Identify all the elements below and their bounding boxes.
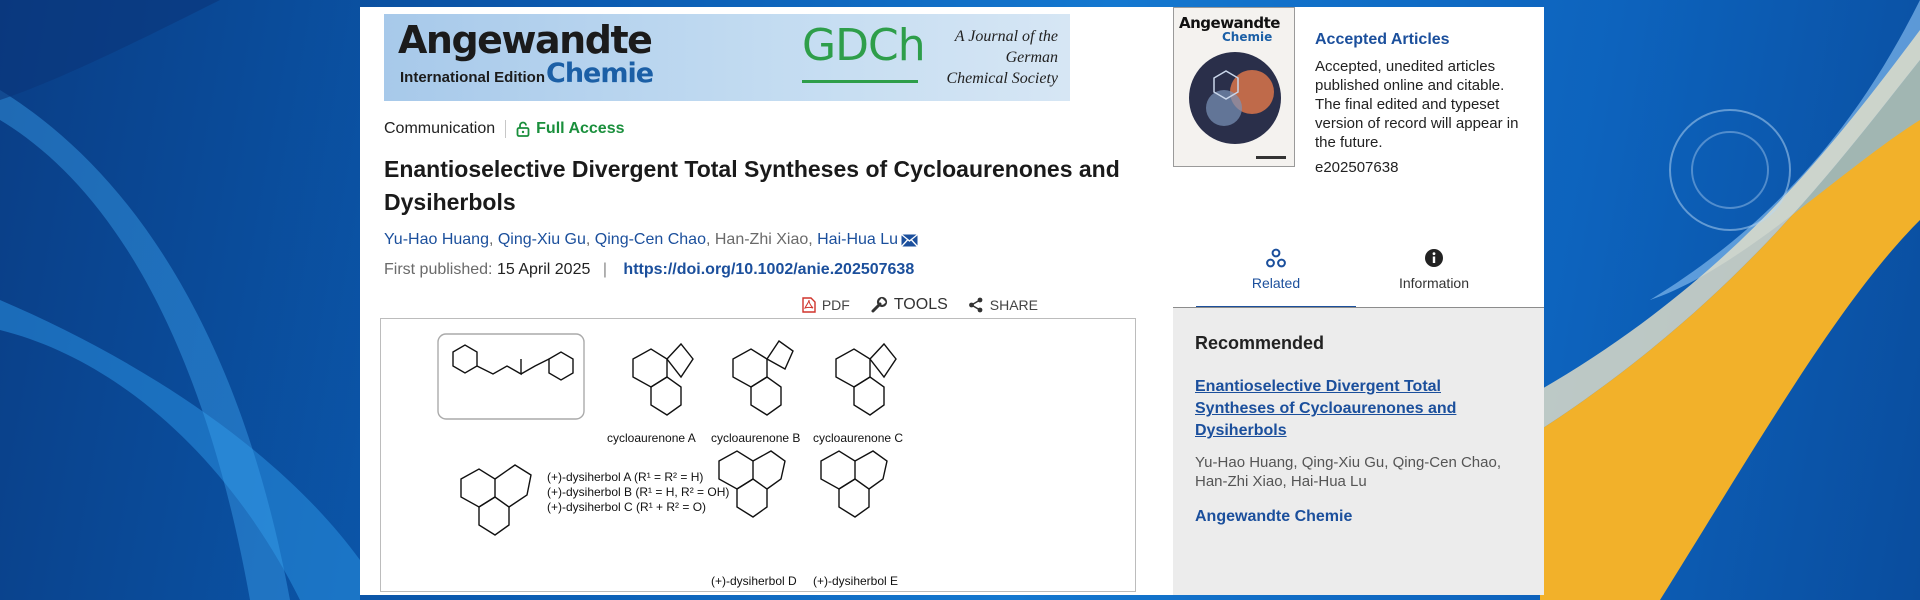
banner-society-line: German: [1005, 49, 1058, 66]
label-cycloaurenone-c: cycloaurenone C: [813, 431, 904, 445]
pdf-button[interactable]: PDF: [802, 297, 850, 313]
label-dysiherbol-d: (+)-dysiherbol D: [711, 574, 797, 588]
author-name[interactable]: Han-Zhi Xiao: [714, 231, 809, 248]
gdch-logo: GDCh: [802, 20, 926, 71]
journal-banner[interactable]: Angewandte International Edition Chemie …: [384, 14, 1070, 101]
access-badge: Full Access: [516, 120, 625, 138]
journal-cover[interactable]: Angewandte Chemie: [1173, 7, 1295, 167]
share-button[interactable]: SHARE: [968, 297, 1038, 313]
background-right-swoosh: [1540, 0, 1920, 600]
banner-title: Angewandte: [398, 18, 653, 62]
cover-title: Angewandte: [1179, 14, 1280, 32]
tab-related[interactable]: Related: [1196, 239, 1356, 310]
banner-chemie: Chemie: [546, 58, 654, 89]
article-title: Enantioselective Divergent Total Synthes…: [384, 156, 1120, 215]
author-link[interactable]: Yu-Hao Huang: [384, 231, 489, 248]
recommended-heading: Recommended: [1195, 333, 1325, 353]
unlock-icon: [516, 121, 530, 137]
publication-row: First published: 15 April 2025 | https:/…: [384, 261, 914, 279]
label-dysiherbol-e: (+)-dysiherbol E: [813, 574, 899, 588]
author-link[interactable]: Hai-Hua Lu: [817, 231, 899, 248]
tabs-divider: [1173, 307, 1544, 308]
accepted-articles-title[interactable]: Accepted Articles: [1315, 31, 1450, 48]
background-left-swoosh: [0, 0, 360, 600]
graphical-abstract[interactable]: cycloaurenone A cycloaurenone B cycloaur…: [380, 318, 1136, 592]
info-icon: [1425, 249, 1443, 267]
banner-society-line: Chemical Society: [946, 70, 1058, 87]
share-label: SHARE: [989, 297, 1038, 313]
doi-link[interactable]: https://doi.org/10.1002/anie.202507638: [623, 261, 915, 278]
label-dysiherbol-c: (+)-dysiherbol C (R¹ + R² = O): [547, 500, 707, 514]
related-icon: [1266, 248, 1286, 268]
wrench-icon: [871, 296, 887, 313]
tools-label: TOOLS: [893, 296, 948, 313]
divider: [505, 120, 507, 138]
recommended-panel: Recommended Enantioselective Divergent T…: [1173, 308, 1544, 595]
gdch-underline: [802, 80, 918, 83]
first-published-label: First published:: [384, 261, 493, 278]
pdf-label: PDF: [821, 297, 850, 313]
author-link[interactable]: Qing-Xiu Gu: [497, 231, 586, 248]
label-dysiherbol-b: (+)-dysiherbol B (R¹ = H, R² = OH): [547, 485, 730, 499]
label-cycloaurenone-a: cycloaurenone A: [607, 431, 696, 445]
recommended-journal[interactable]: Angewandte Chemie: [1195, 508, 1353, 525]
molecule-structures: [437, 333, 897, 536]
cover-chemie: Chemie: [1222, 30, 1273, 44]
recommended-article-link[interactable]: Enantioselective Divergent Total Synthes…: [1195, 378, 1457, 439]
article-tools: PDF TOOLS SHARE: [802, 296, 1038, 314]
article-type: Communication: [384, 120, 496, 137]
accepted-articles-description: Accepted, unedited articles published on…: [1315, 58, 1519, 151]
first-published-date: 15 April 2025: [496, 261, 591, 278]
share-icon: [968, 297, 983, 313]
author-list: Yu-Hao Huang, Qing-Xiu Gu, Qing-Cen Chao…: [384, 231, 919, 249]
corresponding-email-icon[interactable]: [901, 234, 919, 247]
sidebar-tabs: Related Information: [1196, 239, 1544, 310]
tab-label: Related: [1251, 275, 1301, 291]
banner-society: A Journal of the German Chemical Society: [928, 26, 1058, 89]
banner-subtitle: International Edition: [400, 69, 545, 86]
tab-information[interactable]: Information: [1354, 239, 1514, 307]
article-page: Angewandte International Edition Chemie …: [360, 7, 1544, 595]
label-dysiherbol-a: (+)-dysiherbol A (R¹ = R² = H): [547, 470, 704, 484]
recommended-authors: Yu-Hao Huang, Qing-Xiu Gu, Qing-Cen Chao…: [1195, 454, 1501, 490]
divider: |: [602, 261, 607, 278]
cover-artwork: [1189, 52, 1286, 159]
article-id: e202507638: [1315, 159, 1399, 176]
pdf-icon: [802, 297, 816, 313]
author-link[interactable]: Qing-Cen Chao: [594, 231, 706, 248]
tools-button[interactable]: TOOLS: [870, 296, 948, 314]
banner-society-line: A Journal of the: [954, 28, 1058, 45]
article-meta-row: Communication Full Access: [384, 120, 625, 138]
access-label: Full Access: [536, 120, 625, 137]
tab-label: Information: [1398, 275, 1470, 291]
label-cycloaurenone-b: cycloaurenone B: [711, 431, 801, 445]
